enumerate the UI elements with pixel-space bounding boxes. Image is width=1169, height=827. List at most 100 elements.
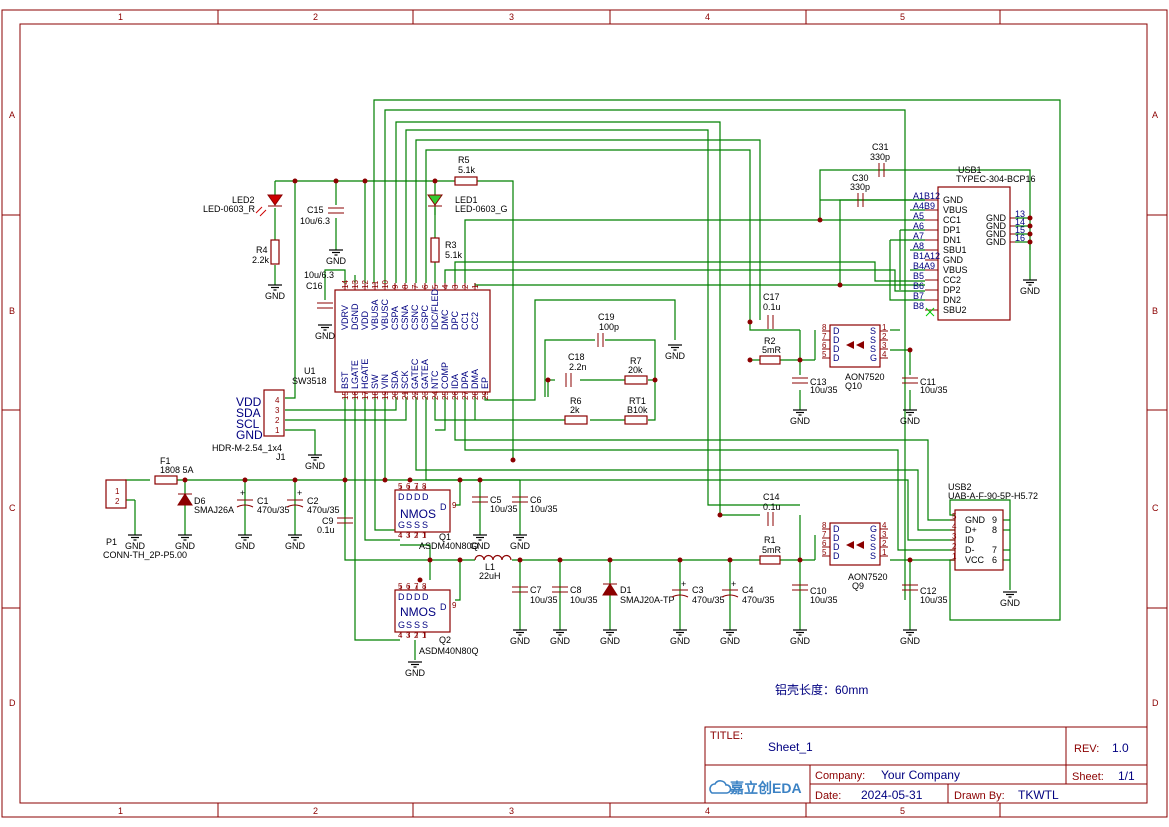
zone-col-2: 2 [313, 12, 318, 22]
r7-value: 20k [628, 365, 643, 375]
c4-ref: C4 [742, 585, 754, 595]
j1-header[interactable]: 4 3 2 1 VDD SDA SCL GND HDR-M-2.54_1x4 J… [212, 389, 286, 462]
ground-icon: GND [285, 534, 306, 551]
r7-resistor[interactable]: R7 20k [624, 356, 648, 385]
usb1-pin-number: A4B9 [913, 201, 935, 211]
company-label: Company: [815, 770, 865, 782]
c2-capacitor[interactable]: + C2 470u/35 [286, 488, 340, 515]
r2-resistor[interactable]: R2 5mR [759, 336, 782, 365]
c31-capacitor[interactable]: C31 330p [870, 142, 890, 177]
c17-capacitor[interactable]: C17 0.1u [763, 292, 781, 329]
u1-pin-name: VBUSA [370, 299, 380, 330]
c3-ref: C3 [692, 585, 704, 595]
c12-ref: C12 [920, 586, 937, 596]
r4-resistor[interactable]: R4 2.2k [252, 239, 280, 265]
c18-capacitor[interactable]: C18 2.2n [565, 352, 587, 387]
c9-value: 0.1u [317, 525, 335, 535]
title-block: TITLE: Sheet_1 REV: 1.0 Company: Your Co… [704, 726, 1148, 804]
usb1-pin-number: 16 [1015, 233, 1025, 243]
usb1-pin-number: B6 [913, 281, 924, 291]
led2-value: LED-0603_R [203, 204, 256, 214]
p1-connector[interactable]: 1 2 P1 CONN-TH_2P-P5.00 [103, 479, 187, 560]
c8-capacitor[interactable]: C8 10u/35 [552, 585, 598, 605]
mos-pin-name: D [422, 492, 429, 502]
r3-ref: R3 [445, 240, 457, 250]
u1-pin-name: VBUSC [380, 298, 390, 330]
q2-type: NMOS [400, 605, 436, 619]
usb2-pin-number: 8 [992, 525, 997, 535]
ground-icon: GND [470, 534, 491, 551]
usb2-value: UAB-A-F-90-5P-H5.72 [948, 491, 1038, 501]
zone-row-c: C [9, 503, 16, 513]
l1-inductor[interactable]: L1 22uH [474, 554, 512, 582]
f1-fuse[interactable]: F1 1808 5A [154, 456, 194, 485]
led1[interactable]: LED1 LED-0603_G [427, 194, 508, 214]
r3-resistor[interactable]: R3 5.1k [430, 237, 463, 263]
rt1-thermistor[interactable]: RT1 B10k [624, 396, 648, 425]
r5-resistor[interactable]: R5 5.1k [454, 155, 478, 186]
c16-capacitor[interactable]: 10u/6.3 C16 [304, 270, 334, 309]
d6-tvs-diode[interactable]: D6 SMAJ26A [177, 493, 234, 515]
mos-pin-number: 6 [406, 482, 411, 491]
usb2-ref: USB2 [948, 482, 972, 492]
c6-value: 10u/35 [530, 504, 558, 514]
gnd-label: GND [790, 636, 811, 646]
c30-capacitor[interactable]: C30 330p [850, 173, 870, 207]
j1-pin-1: 1 [275, 426, 280, 435]
usb1-pin-number: B8 [913, 301, 924, 311]
u1-pin-number: 13 [351, 280, 360, 289]
gnd-label: GND [125, 541, 146, 551]
c11-capacitor[interactable]: C11 10u/35 [902, 377, 948, 395]
d1-tvs-diode[interactable]: D1 SMAJ20A-TP [602, 583, 675, 605]
c14-capacitor[interactable]: C14 0.1u [763, 492, 781, 526]
ground-icon: GND [1020, 279, 1041, 296]
ground-icon: GND [265, 284, 286, 301]
gnd-label: GND [665, 351, 686, 361]
c9-capacitor[interactable]: C9 0.1u [317, 516, 353, 535]
gnd-label: GND [670, 636, 691, 646]
gnd-label: GND [510, 541, 531, 551]
r3-value: 5.1k [445, 250, 463, 260]
mos-pin-name: S [414, 620, 420, 630]
r1-resistor[interactable]: R1 5mR [759, 535, 782, 565]
l1-value: 22uH [479, 571, 501, 581]
c12-capacitor[interactable]: C12 10u/35 [902, 584, 948, 605]
mos-pin-number: 1 [422, 631, 427, 640]
c4-capacitor[interactable]: + C4 470u/35 [721, 579, 775, 605]
mos-pin-number: 1 [422, 531, 427, 540]
mos-pin-name: S [870, 335, 876, 345]
c3-capacitor[interactable]: + C3 470u/35 [671, 579, 725, 605]
gnd-label: GND [510, 636, 531, 646]
c19-capacitor[interactable]: C19 100p [597, 312, 619, 347]
c10-capacitor[interactable]: C10 10u/35 [792, 584, 838, 605]
r6-resistor[interactable]: R6 2k [564, 396, 588, 425]
c13-capacitor[interactable]: C13 10u/35 [792, 377, 838, 395]
c15-capacitor[interactable]: C15 10u/6.3 [300, 205, 344, 226]
mos-pin-number: 3 [406, 631, 411, 640]
u1-pin-name: VDRV [340, 305, 350, 330]
eda-logo-text: 嘉立创EDA [729, 780, 802, 796]
ground-icon: GND [315, 324, 336, 341]
mos-pin-number: 5 [398, 582, 403, 591]
c1-capacitor[interactable]: + C1 470u/35 [236, 488, 290, 515]
c7-capacitor[interactable]: C7 10u/35 [512, 585, 558, 605]
u1-ic[interactable]: 14VDRV13DGND12VDD11VBUSA10VBUSC9CSPA8CSN… [292, 280, 491, 400]
ground-icon: GND [665, 344, 686, 361]
c6-capacitor[interactable]: C6 10u/35 [512, 495, 558, 514]
gnd-label: GND [900, 636, 921, 646]
q10-body-diode-2-icon [856, 341, 864, 349]
c16-value: 10u/6.3 [304, 270, 334, 280]
led2[interactable]: LED2 LED-0603_R [203, 194, 283, 217]
u1-pin-name: CSPC [420, 304, 430, 330]
c5-capacitor[interactable]: C5 10u/35 [472, 495, 518, 514]
u1-pin-name: DPC [450, 310, 460, 330]
usb1-pin-number: 14 [1015, 217, 1025, 227]
u1-pin-name: DMC [440, 309, 450, 330]
